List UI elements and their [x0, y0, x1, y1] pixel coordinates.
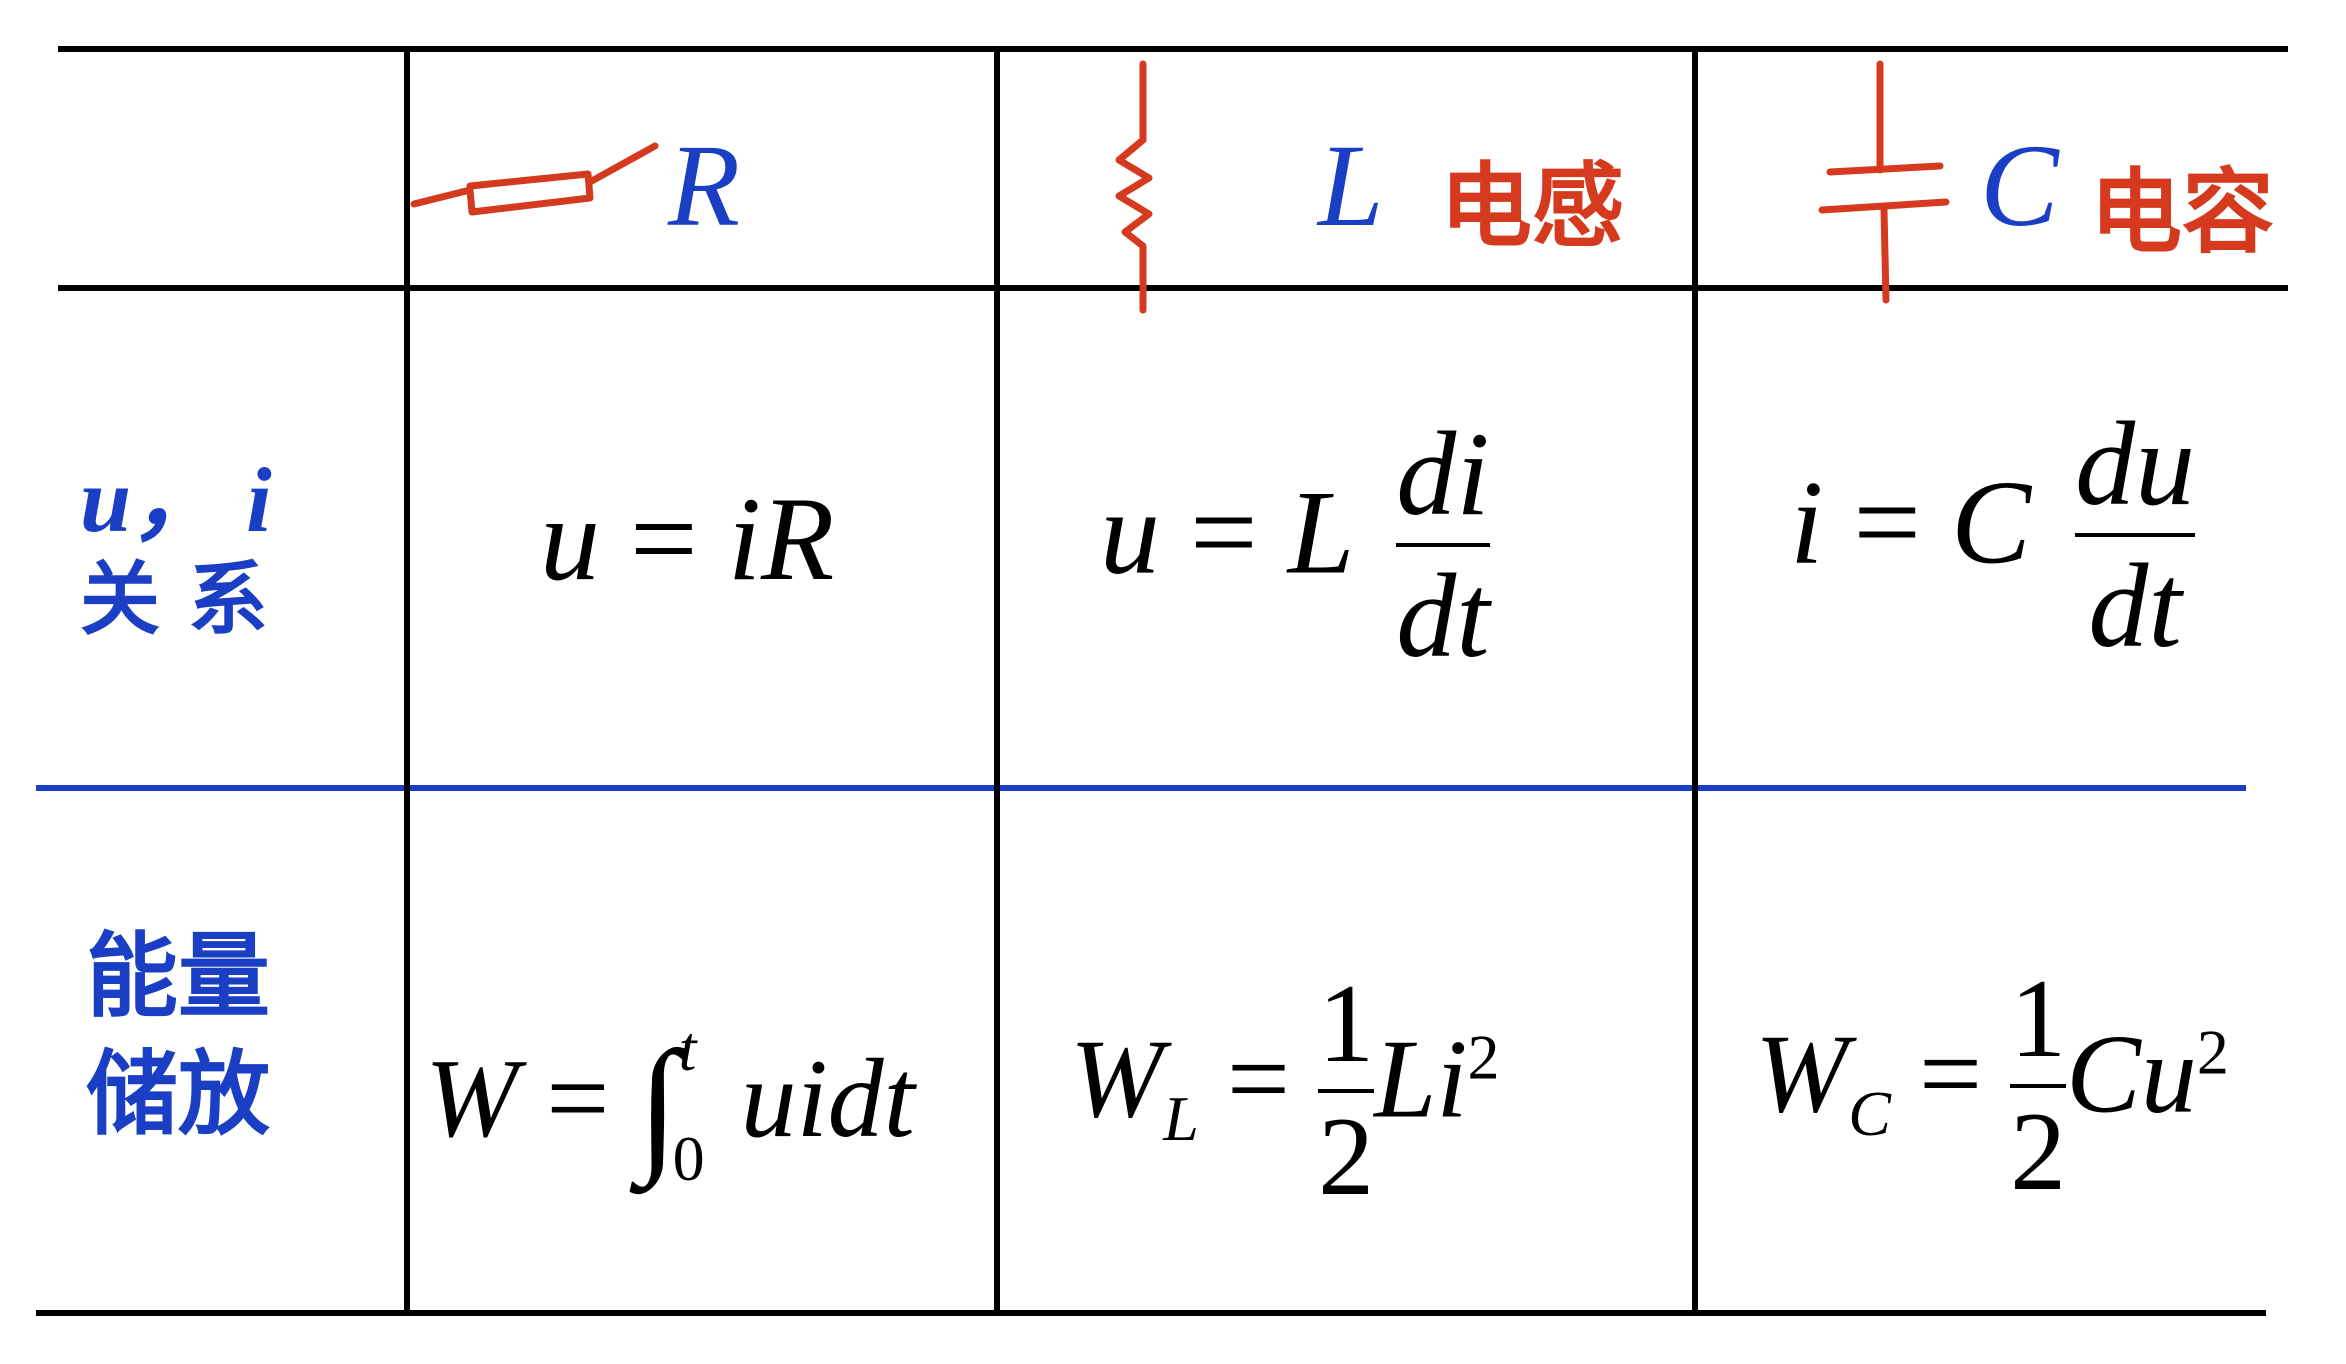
capacitor-energy-fraction: 1 2	[2010, 955, 2067, 1217]
inductor-energy-sup: 2	[1467, 1021, 1500, 1093]
capacitor-symbol: C	[1980, 120, 2059, 251]
capacitor-ui-num: du	[2075, 397, 2196, 530]
inductor-symbol: L	[1318, 120, 1384, 251]
resistor-ui-rhs: iR	[727, 472, 835, 605]
capacitor-energy-lhs: W	[1755, 1012, 1849, 1137]
row-divider-blue	[36, 785, 2246, 791]
capacitor-ui-den: dt	[2088, 539, 2182, 672]
row-label-ui-line2: 关 系	[80, 553, 268, 646]
inductor-ui-coef: L	[1287, 465, 1353, 599]
integral-lower-limit: 0	[672, 1123, 705, 1195]
resistor-ui-eq: =	[630, 472, 698, 605]
capacitor-ui-fraction: du dt	[2075, 395, 2196, 675]
table-bottom-border	[36, 1310, 2266, 1316]
resistor-sketch-icon	[410, 142, 659, 216]
resistor-ui-formula: u = iR	[540, 470, 834, 608]
capacitor-ui-eq: =	[1853, 455, 1922, 589]
inductor-ui-formula: u = L di dt	[1100, 405, 1490, 685]
capacitor-energy-num: 1	[2010, 957, 2067, 1081]
column-divider-3	[1692, 48, 1698, 1310]
integral-icon: ∫	[637, 1021, 679, 1187]
row-label-energy-line1: 能量	[86, 923, 271, 1030]
row-label-ui-line1: u， i	[80, 449, 272, 551]
inductor-sketch-icon	[1115, 60, 1153, 314]
column-divider-2	[994, 48, 1000, 1310]
inductor-ui-lhs: u	[1100, 465, 1160, 599]
row-label-ui-relation: u， i 关 系	[80, 450, 272, 650]
resistor-energy-integrand: uidt	[740, 1037, 915, 1161]
resistor-ui-lhs: u	[540, 472, 600, 605]
inductor-ui-den: dt	[1396, 549, 1490, 682]
integral-upper-limit: t	[678, 1013, 697, 1085]
column-divider-1	[404, 48, 410, 1310]
inductor-energy-den: 2	[1318, 1095, 1375, 1219]
inductor-ui-num: di	[1396, 407, 1490, 540]
inductor-energy-rest: Li	[1374, 1017, 1468, 1142]
inductor-energy-num: 1	[1318, 962, 1375, 1086]
resistor-energy-lhs: W	[425, 1037, 519, 1161]
capacitor-ui-coef: C	[1951, 455, 2032, 589]
inductor-ui-eq: =	[1190, 465, 1258, 599]
table-top-border	[58, 46, 2288, 52]
inductor-energy-eq: =	[1226, 1017, 1291, 1142]
capacitor-energy-rest: Cu	[2066, 1012, 2197, 1137]
capacitor-energy-sub: C	[1848, 1078, 1891, 1150]
row-label-energy-line2: 储放	[86, 1041, 271, 1148]
resistor-symbol: R	[668, 120, 741, 251]
capacitor-ui-fraction-bar	[2075, 533, 2196, 537]
capacitor-energy-sup: 2	[2196, 1016, 2229, 1088]
capacitor-energy-eq: =	[1918, 1012, 1983, 1137]
header-row-border	[58, 285, 2288, 291]
capacitor-energy-fraction-bar	[2010, 1084, 2067, 1088]
inductor-ui-fraction-bar	[1396, 543, 1490, 547]
capacitor-sketch-icon	[1818, 60, 1950, 304]
inductor-energy-sub: L	[1163, 1083, 1199, 1155]
inductor-energy-fraction: 1 2	[1318, 960, 1375, 1222]
capacitor-energy-formula: WC = 1 2 Cu2	[1755, 955, 2229, 1217]
resistor-energy-eq: =	[546, 1037, 610, 1161]
capacitor-note: 电容	[2090, 159, 2275, 266]
capacitor-ui-lhs: i	[1790, 455, 1824, 589]
inductor-note: 电感	[1440, 153, 1625, 260]
inductor-energy-lhs: W	[1070, 1017, 1164, 1142]
capacitor-energy-den: 2	[2010, 1090, 2067, 1214]
row-label-energy: 能量 储放	[86, 918, 270, 1154]
inductor-ui-fraction: di dt	[1396, 405, 1490, 685]
inductor-energy-fraction-bar	[1318, 1089, 1375, 1093]
inductor-energy-formula: WL = 1 2 Li2	[1070, 960, 1499, 1222]
capacitor-ui-formula: i = C du dt	[1790, 395, 2196, 675]
